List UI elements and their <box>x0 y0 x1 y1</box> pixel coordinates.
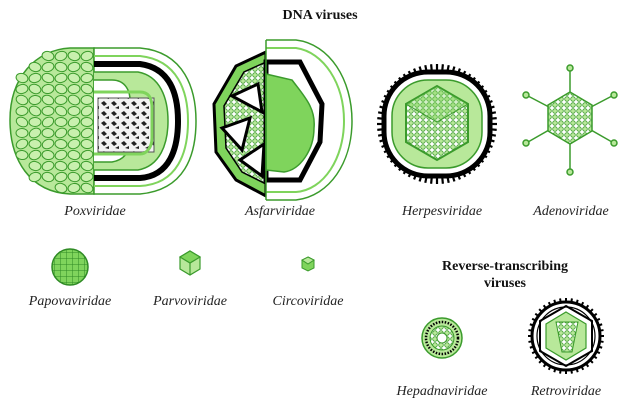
hepadnavirus-icon <box>421 317 463 359</box>
adenovirus-icon <box>522 64 618 176</box>
label-parvoviridae: Parvoviridae <box>153 294 227 309</box>
label-hepadnaviridae: Hepadnaviridae <box>396 384 488 399</box>
herpesvirus-icon <box>377 64 497 184</box>
label-circoviridae: Circoviridae <box>272 294 344 309</box>
asfarvirus-icon <box>212 39 353 201</box>
parvovirus-icon <box>178 250 202 276</box>
retrovirus-icon <box>528 298 604 374</box>
papovavirus-icon <box>51 248 89 286</box>
label-adenoviridae: Adenoviridae <box>533 204 609 219</box>
reverse-transcribing-heading-line2: viruses <box>484 276 526 291</box>
circovirus-icon <box>301 256 315 272</box>
poxvirus-icon <box>9 47 197 195</box>
dna-viruses-heading: DNA viruses <box>282 8 358 23</box>
label-papovaviridae: Papovaviridae <box>28 294 112 309</box>
label-poxviridae: Poxviridae <box>64 204 126 219</box>
label-retroviridae: Retroviridae <box>530 384 602 399</box>
label-asfarviridae: Asfarviridae <box>245 204 315 219</box>
reverse-transcribing-heading-line1: Reverse-transcribing <box>442 259 568 274</box>
label-herpesviridae: Herpesviridae <box>401 204 483 219</box>
